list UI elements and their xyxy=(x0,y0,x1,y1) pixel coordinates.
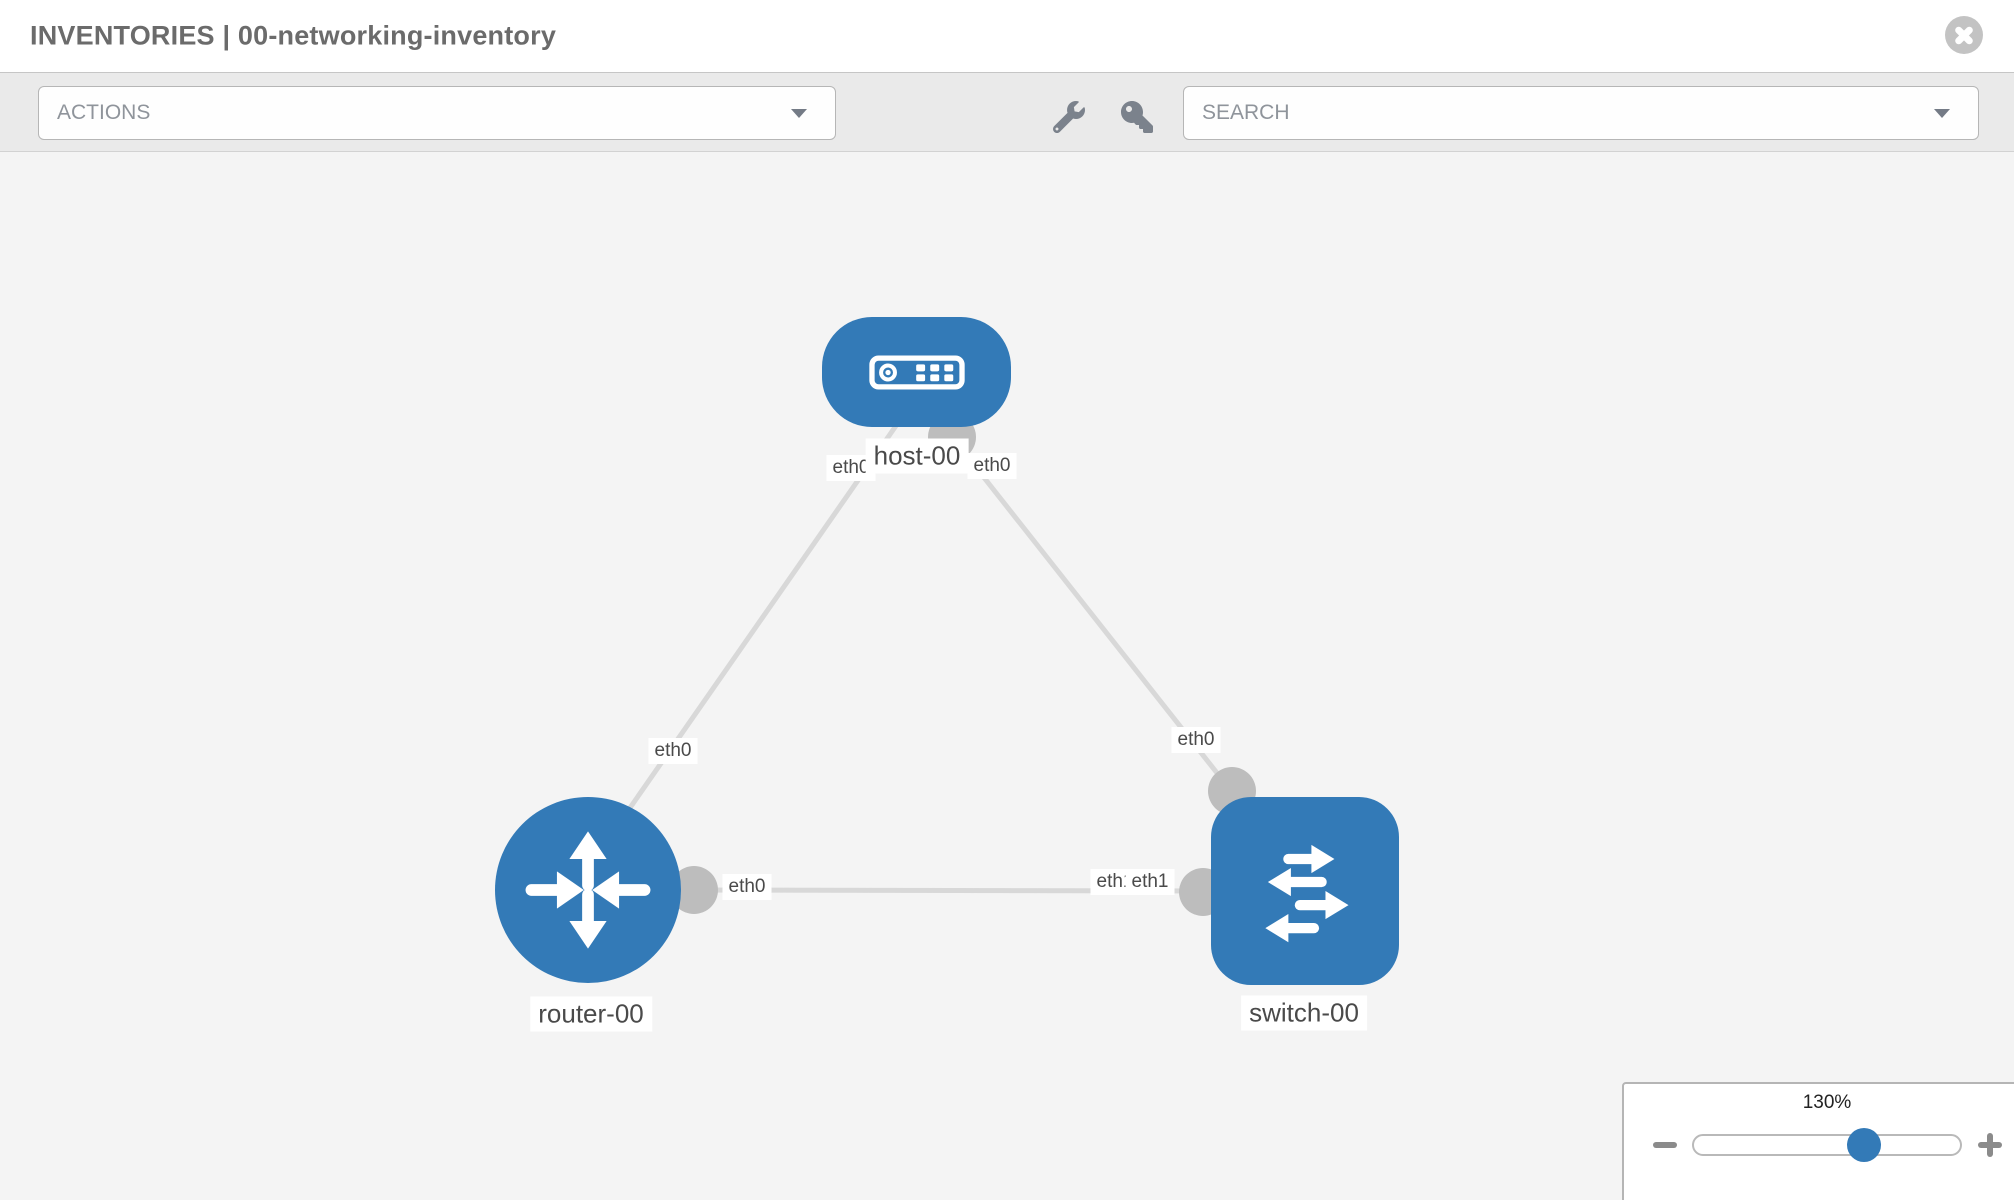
router-icon xyxy=(525,831,651,949)
zoom-level-label: 130% xyxy=(1802,1092,1852,1113)
key-icon xyxy=(1121,101,1153,133)
node-switch-00[interactable] xyxy=(1211,797,1399,985)
zoom-panel: 130% xyxy=(1622,1082,2014,1200)
minus-icon xyxy=(1653,1142,1677,1148)
chevron-down-icon xyxy=(1934,109,1950,118)
zoom-slider-handle[interactable] xyxy=(1847,1128,1881,1162)
node-label-switch-00: switch-00 xyxy=(1241,995,1367,1031)
actions-dropdown[interactable]: ACTIONS xyxy=(38,86,836,140)
page-title: INVENTORIES | 00-networking-inventory xyxy=(30,20,557,51)
zoom-in-button[interactable] xyxy=(1976,1131,2004,1159)
zoom-out-button[interactable] xyxy=(1651,1131,1679,1159)
search-dropdown[interactable]: SEARCH xyxy=(1183,86,1979,140)
interface-endpoint xyxy=(670,866,718,914)
app-header: INVENTORIES | 00-networking-inventory xyxy=(0,0,2014,72)
interface-label: eth0 xyxy=(722,874,772,900)
credentials-button[interactable] xyxy=(1121,101,1153,133)
topology-canvas[interactable]: eth0 eth0 host-00 eth0 eth0 eth0 eth1 et… xyxy=(0,152,2014,1200)
links-layer xyxy=(622,413,1256,916)
chevron-down-icon xyxy=(791,109,807,118)
wrench-icon xyxy=(1053,101,1085,133)
node-label-host-00: host-00 xyxy=(865,438,969,474)
interface-label: eth0 xyxy=(1171,727,1221,753)
plus-icon xyxy=(1987,1133,1993,1157)
tools-button[interactable] xyxy=(1053,101,1085,133)
search-dropdown-label: SEARCH xyxy=(1202,101,1290,124)
close-button[interactable] xyxy=(1945,16,1983,54)
switch-icon xyxy=(1265,844,1349,943)
interface-label: eth0 xyxy=(648,738,698,764)
host-icon xyxy=(868,354,965,390)
actions-dropdown-label: ACTIONS xyxy=(57,101,151,124)
node-router-00[interactable] xyxy=(495,797,681,983)
interface-label: eth1 xyxy=(1125,869,1175,895)
node-label-router-00: router-00 xyxy=(530,996,652,1032)
toolbar: ACTIONS SEARCH xyxy=(0,72,2014,152)
zoom-slider-track[interactable] xyxy=(1692,1134,1962,1156)
node-host-00[interactable] xyxy=(822,317,1011,427)
interface-label: eth0 xyxy=(967,453,1017,479)
